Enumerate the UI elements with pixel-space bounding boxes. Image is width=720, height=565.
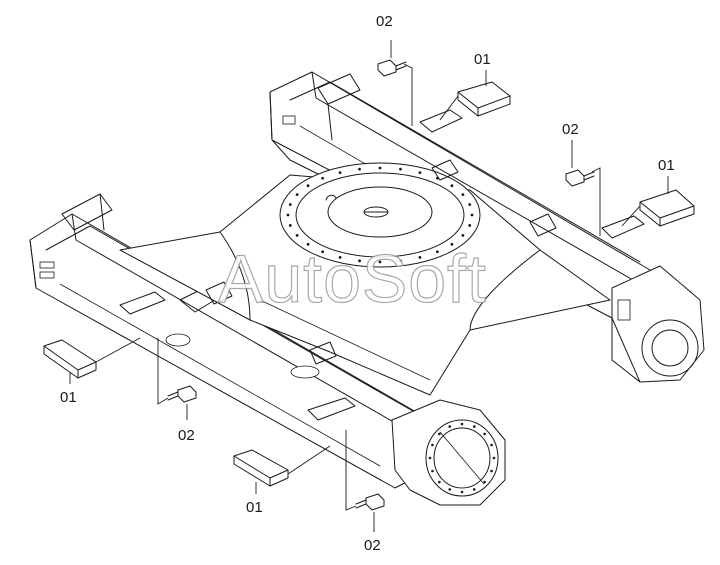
callout-bracket-bottom: 01 [246, 499, 263, 516]
front-end-yoke [391, 399, 506, 506]
callout-bolt-right: 02 [562, 121, 579, 138]
guide-bracket-top [457, 81, 511, 117]
callout-bracket-left: 01 [60, 389, 77, 406]
bolt-top [377, 59, 407, 77]
bolt-left [167, 385, 197, 403]
callout-bracket-right: 01 [658, 157, 675, 174]
callout-bolt-bottom: 02 [364, 537, 381, 554]
leader-lines [69, 40, 669, 532]
watermark-text: AutoSoft [217, 240, 487, 317]
lower-side-frame [29, 193, 433, 489]
callout-bolt-top: 02 [376, 13, 393, 30]
bolt-right [565, 169, 595, 187]
center-body [119, 174, 611, 396]
callout-bracket-top: 01 [474, 51, 491, 68]
swing-bearing [279, 162, 481, 268]
bolt-bottom [355, 493, 385, 511]
track-guide-blocks [119, 109, 645, 421]
guide-bracket-right [639, 189, 695, 227]
guide-bracket-bottom [233, 449, 289, 487]
right-end-yoke [611, 265, 705, 383]
callout-bolt-left: 02 [178, 427, 195, 444]
